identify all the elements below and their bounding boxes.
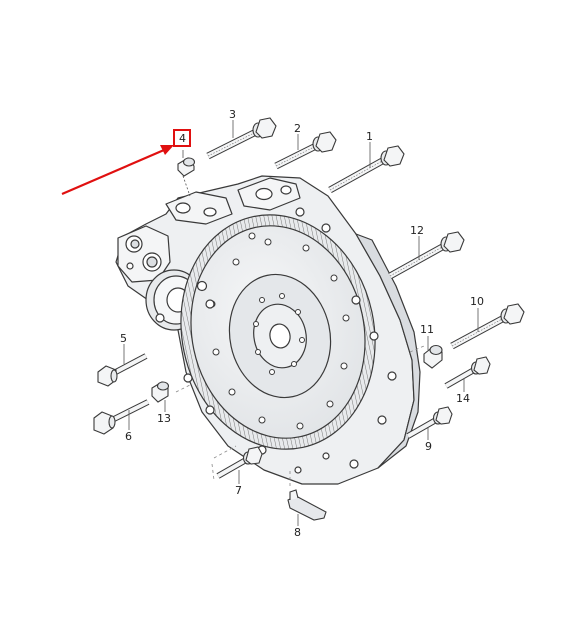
callout-6: 6 [125, 430, 132, 443]
callout-4: 4 [179, 132, 186, 145]
bolt-10 [450, 303, 525, 350]
bolt-3 [206, 117, 277, 160]
callout-11: 11 [420, 323, 434, 336]
red-arrow-icon [61, 148, 165, 196]
bolt-7 [216, 446, 263, 479]
callout-2: 2 [294, 122, 301, 135]
callout-10: 10 [470, 295, 484, 308]
callout-8: 8 [294, 526, 301, 539]
bolt-6 [93, 399, 150, 435]
arrowhead-icon [160, 145, 174, 155]
cover-plate-8 [287, 489, 327, 521]
callout-13: 13 [157, 412, 171, 425]
callout-1: 1 [366, 130, 373, 143]
sleeve-13 [151, 381, 170, 403]
callout-7: 7 [235, 484, 242, 497]
bolt-9 [406, 406, 453, 439]
bolt-14 [444, 356, 491, 389]
adapter-plate [115, 175, 421, 485]
callout-labels: 1 2 3 4 5 6 7 8 9 10 11 12 13 14 [120, 108, 484, 539]
sleeve-4 [177, 157, 196, 177]
bolt-2 [274, 131, 337, 170]
sleeve-11 [423, 344, 443, 369]
bolt-12 [388, 231, 465, 280]
callout-9: 9 [425, 440, 432, 453]
callout-12: 12 [410, 224, 424, 237]
bolt-5 [97, 353, 148, 387]
callout-5: 5 [120, 332, 127, 345]
callout-3: 3 [229, 108, 236, 121]
bolt-1 [328, 145, 405, 194]
callout-14: 14 [456, 392, 470, 405]
highlight-box [173, 129, 191, 147]
highlight-annotation [61, 129, 191, 196]
leader-lines [123, 120, 479, 526]
